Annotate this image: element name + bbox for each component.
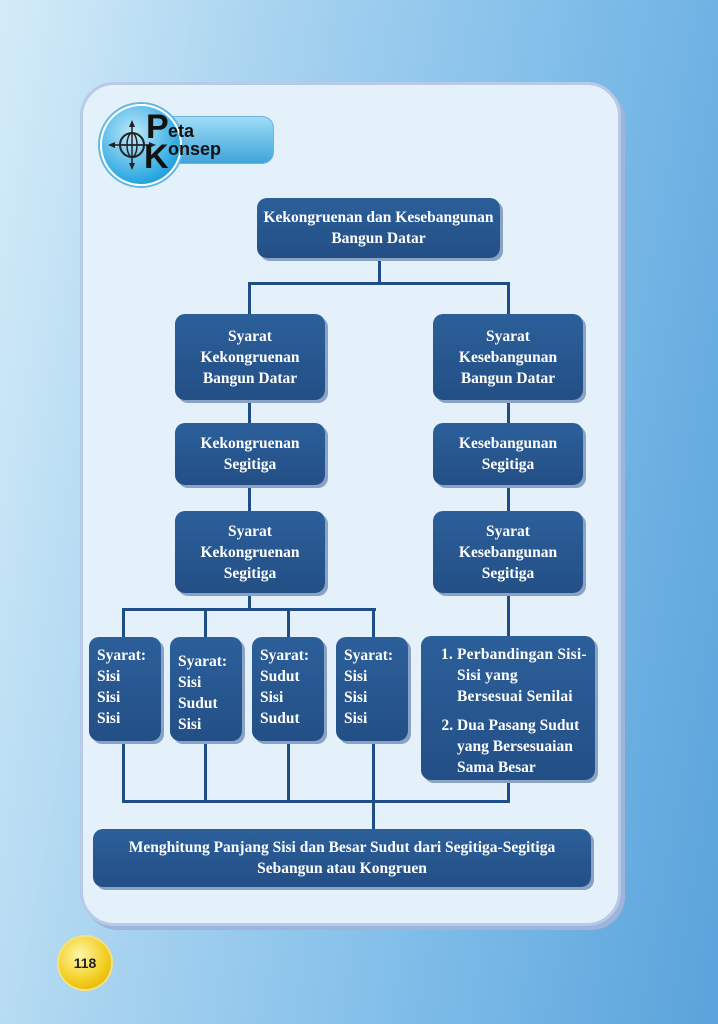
condition-line: Sudut	[178, 695, 218, 712]
connector	[378, 258, 381, 284]
node-triangle-congruence: Kekongruenan Segitiga	[175, 423, 325, 485]
connector	[248, 593, 251, 611]
badge-text-onsep: onsep	[168, 139, 222, 159]
node-root: Kekongruenan dan Kesebangunan Bangun Dat…	[257, 198, 500, 258]
connector	[248, 400, 251, 424]
connector	[248, 282, 251, 316]
connector	[507, 282, 510, 316]
condition-line: Sisi	[178, 716, 202, 733]
compass-globe-icon	[108, 120, 156, 170]
condition-title: Syarat:	[260, 647, 310, 664]
connector	[204, 740, 207, 802]
badge-letter-p: P	[146, 108, 169, 146]
condition-line: Sisi	[260, 689, 284, 706]
connector	[204, 608, 207, 638]
connector	[372, 608, 375, 638]
node-similarity-requirements: Syarat Kesebangunan Bangun Datar	[433, 314, 583, 400]
condition-line: Sudut	[260, 710, 300, 727]
badge-letter-k: K	[144, 138, 169, 176]
connector	[287, 608, 290, 638]
node-calculate: Menghitung Panjang Sisi dan Besar Sudut …	[93, 829, 591, 887]
condition-line: Sisi	[97, 668, 121, 685]
node-congruence-requirements: Syarat Kekongruenan Bangun Datar	[175, 314, 325, 400]
node-triangle-similarity: Kesebangunan Segitiga	[433, 423, 583, 485]
node-triangle-congruence-requirements: Syarat Kekongruenan Segitiga	[175, 511, 325, 593]
connector	[507, 400, 510, 424]
connector	[248, 485, 251, 511]
compass-circle	[100, 104, 182, 186]
badge-text-eta: eta	[168, 121, 195, 141]
similarity-condition-item: Dua Pasang Sudut yang Bersesuaian Sama B…	[457, 715, 587, 778]
connector	[248, 282, 510, 285]
connector	[372, 740, 375, 830]
similarity-condition-item: Perbandingan Sisi-Sisi yang Bersesuai Se…	[457, 644, 587, 707]
condition-line: Sisi	[344, 689, 368, 706]
condition-asa: Syarat: Sudut Sisi Sudut	[252, 637, 324, 741]
condition-title: Syarat:	[97, 647, 147, 664]
connector	[122, 608, 125, 638]
connector	[507, 593, 510, 637]
connector	[122, 800, 510, 803]
node-triangle-similarity-requirements: Syarat Kesebangunan Segitiga	[433, 511, 583, 593]
condition-line: Sisi	[344, 710, 368, 727]
connector	[507, 485, 510, 511]
condition-line: Sisi	[97, 689, 121, 706]
connector	[122, 740, 125, 802]
condition-line: Sudut	[260, 668, 300, 685]
condition-title: Syarat:	[178, 653, 228, 670]
peta-konsep-badge: P eta K onsep	[100, 104, 278, 186]
condition-sas: Syarat: Sisi Sudut Sisi	[170, 637, 242, 741]
connector	[122, 608, 376, 611]
condition-sss: Syarat: Sisi Sisi Sisi	[89, 637, 161, 741]
condition-sss-2: Syarat: Sisi Sisi Sisi	[336, 637, 408, 741]
condition-line: Sisi	[344, 668, 368, 685]
page-number: 118	[59, 937, 111, 989]
condition-line: Sisi	[97, 710, 121, 727]
similarity-conditions-list: Perbandingan Sisi-Sisi yang Bersesuai Se…	[421, 636, 595, 780]
connector	[287, 740, 290, 802]
condition-title: Syarat:	[344, 647, 394, 664]
condition-line: Sisi	[178, 674, 202, 691]
connector	[507, 780, 510, 802]
